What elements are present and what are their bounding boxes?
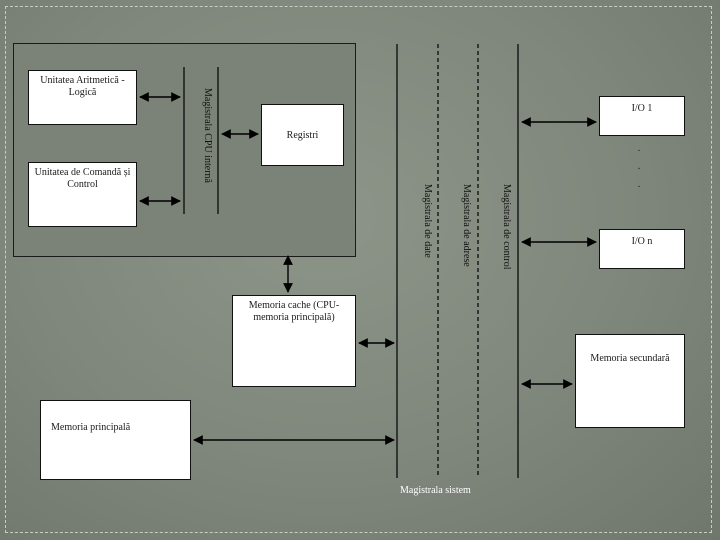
control-bus-label: Magistrala de control — [501, 184, 512, 270]
io-ellipsis: · · · — [637, 146, 641, 193]
control-unit-label: Unitatea de Comandă și Control — [34, 167, 131, 190]
cache-memory-label: Memoria cache (CPU-memoria principală) — [248, 300, 340, 323]
internal-bus-label: Magistrala CPU internă — [202, 88, 213, 183]
main-memory-label: Memoria principală — [51, 422, 131, 433]
secondary-memory-label: Memoria secundară — [590, 353, 670, 364]
io-1-label: I/O 1 — [631, 103, 653, 114]
secondary-memory-box: Memoria secundară — [575, 334, 685, 428]
main-memory-box: Memoria principală — [40, 400, 191, 480]
io-n-label: I/O n — [631, 236, 653, 247]
slide-frame — [5, 6, 712, 533]
cache-memory-box: Memoria cache (CPU-memoria principală) — [232, 295, 356, 387]
alu-label: Unitatea Aritmetică -Logică — [40, 75, 125, 98]
alu-box: Unitatea Aritmetică -Logică — [28, 70, 137, 125]
system-bus-label: Magistrala sistem — [400, 485, 471, 496]
io-1-box: I/O 1 — [599, 96, 685, 136]
control-unit-box: Unitatea de Comandă și Control — [28, 162, 137, 227]
registers-label: Registri — [286, 130, 319, 141]
data-bus-label: Magistrala de date — [422, 184, 433, 258]
registers-box: Registri — [261, 104, 344, 166]
address-bus-label: Magistrala de adrese — [461, 184, 472, 267]
io-n-box: I/O n — [599, 229, 685, 269]
